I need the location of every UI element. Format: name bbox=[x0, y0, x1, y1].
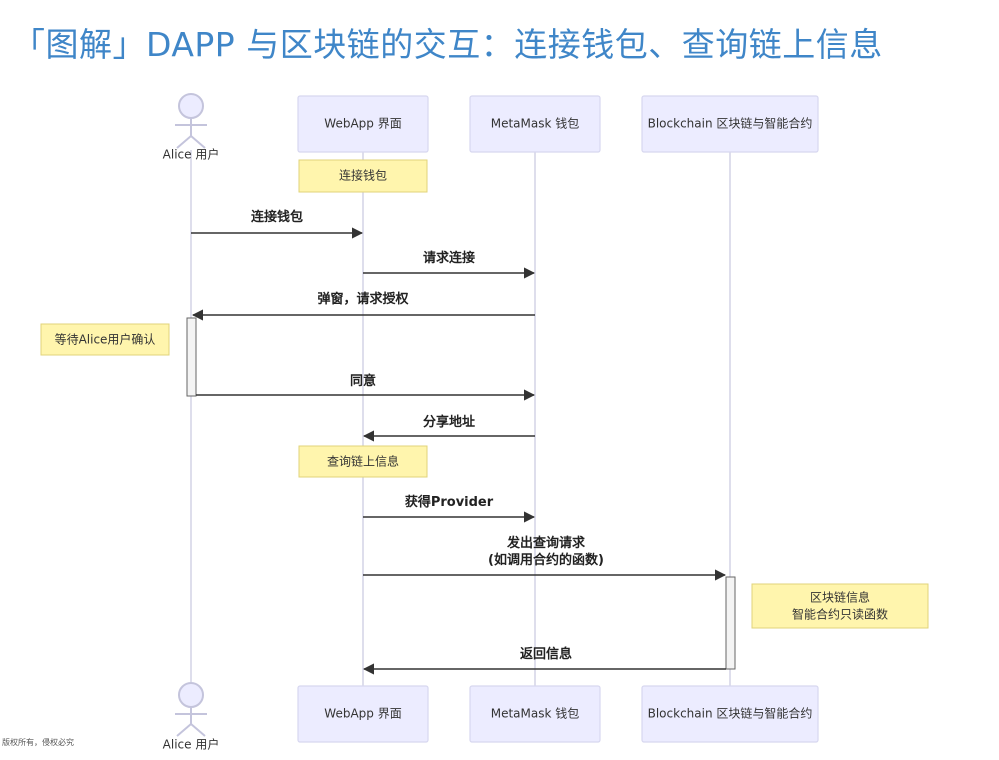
participant-blockchain-top-label: Blockchain 区块链与智能合约 bbox=[648, 116, 813, 131]
note-chain-info-line1: 区块链信息 bbox=[810, 590, 870, 605]
note-query-chain bbox=[298, 445, 428, 478]
note-chain-info bbox=[751, 583, 929, 629]
participant-webapp-bottom bbox=[297, 685, 429, 743]
participant-blockchain-bottom-label: Blockchain 区块链与智能合约 bbox=[648, 706, 813, 721]
message-agree-label: 同意 bbox=[350, 373, 376, 389]
page-title: 「图解」DAPP 与区块链的交互：连接钱包、查询链上信息 bbox=[12, 25, 883, 64]
activation-alice bbox=[186, 317, 197, 397]
participant-blockchain-top bbox=[641, 95, 819, 153]
participant-metamask-top-label: MetaMask 钱包 bbox=[491, 116, 580, 131]
participant-alice-top-label: Alice 用户 bbox=[163, 147, 220, 162]
note-wait-confirm-text: 等待Alice用户确认 bbox=[55, 332, 156, 347]
participant-webapp-top bbox=[297, 95, 429, 153]
note-connect-wallet bbox=[298, 159, 428, 193]
actor-alice-bottom bbox=[175, 682, 207, 737]
message-popup-auth-label: 弹窗，请求授权 bbox=[317, 291, 409, 307]
actor-head-icon bbox=[178, 93, 204, 119]
participant-webapp-bottom-label: WebApp 界面 bbox=[324, 707, 401, 721]
message-return-info-label: 返回信息 bbox=[520, 646, 572, 662]
actor-head-icon bbox=[178, 682, 204, 708]
message-share-address-label: 分享地址 bbox=[423, 414, 475, 430]
message-send-query-label-2: (如调用合约的函数) bbox=[488, 552, 604, 568]
message-request-connect-label: 请求连接 bbox=[423, 250, 475, 266]
participant-blockchain-bottom bbox=[641, 685, 819, 743]
participant-metamask-top bbox=[469, 95, 601, 153]
participant-webapp-top-label: WebApp 界面 bbox=[324, 117, 401, 131]
activation-blockchain bbox=[725, 576, 736, 670]
message-connect-wallet-label: 连接钱包 bbox=[251, 209, 303, 225]
participant-metamask-bottom bbox=[469, 685, 601, 743]
footer-copyright: 版权所有，侵权必究 bbox=[2, 737, 74, 747]
participant-metamask-bottom-label: MetaMask 钱包 bbox=[491, 706, 580, 721]
note-query-chain-text: 查询链上信息 bbox=[327, 454, 399, 469]
participant-alice-bottom-label: Alice 用户 bbox=[163, 737, 220, 752]
message-send-query-label-1: 发出查询请求 bbox=[506, 535, 586, 551]
note-chain-info-line2: 智能合约只读函数 bbox=[792, 607, 888, 622]
message-get-provider-label: 获得Provider bbox=[405, 494, 494, 510]
note-wait-confirm bbox=[40, 323, 170, 356]
note-connect-wallet-text: 连接钱包 bbox=[339, 168, 387, 183]
actor-alice-top bbox=[175, 93, 207, 149]
